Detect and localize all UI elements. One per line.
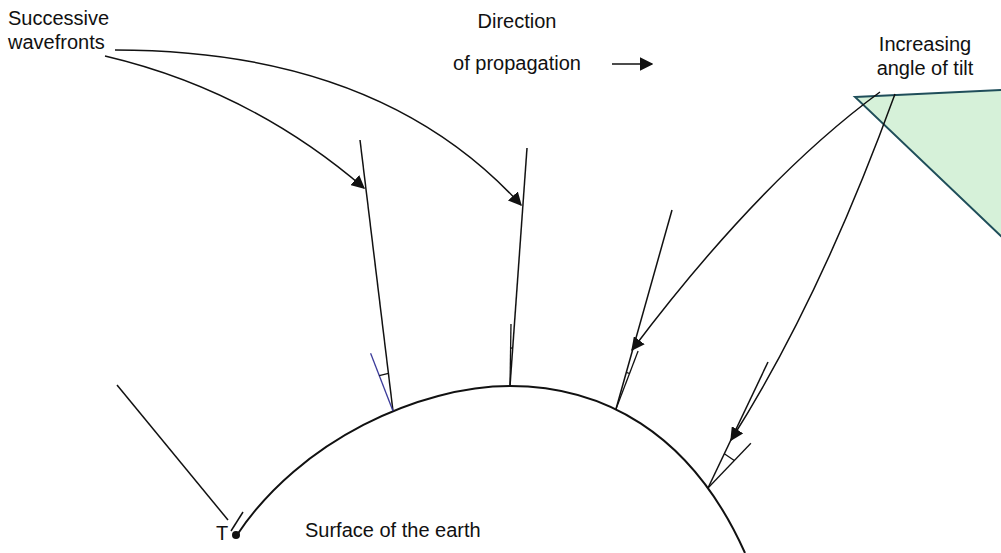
transmitter-dot — [232, 531, 240, 539]
direction-arrow — [612, 63, 652, 65]
normal-reference — [509, 324, 511, 386]
surface-label: Surface of the earth — [305, 518, 481, 542]
leader-arrow — [105, 56, 364, 188]
antenna-tick — [231, 512, 243, 531]
leader-arrow — [731, 94, 895, 440]
horizon-line — [117, 385, 228, 520]
tilt-angle-mark — [626, 372, 629, 373]
point-label: T — [216, 521, 228, 545]
wavefront-line — [360, 140, 393, 411]
wavefront-line — [708, 362, 768, 488]
normal-reference — [371, 353, 393, 411]
leader-arrow — [632, 92, 880, 350]
tilt-angle-mark — [511, 347, 513, 348]
wavefront-line — [510, 148, 527, 386]
callout-triangle — [855, 90, 1001, 238]
tilt-angle-mark — [724, 454, 734, 461]
earth-surface — [237, 386, 745, 553]
callout-label: Successive wavefronts — [8, 6, 138, 54]
normal-reference — [616, 351, 638, 409]
callout-label: Increasing angle of tilt — [855, 32, 995, 80]
callout-label: Direction of propagation — [417, 0, 617, 84]
normal-reference — [708, 443, 751, 488]
tilt-angle-mark — [379, 373, 388, 375]
